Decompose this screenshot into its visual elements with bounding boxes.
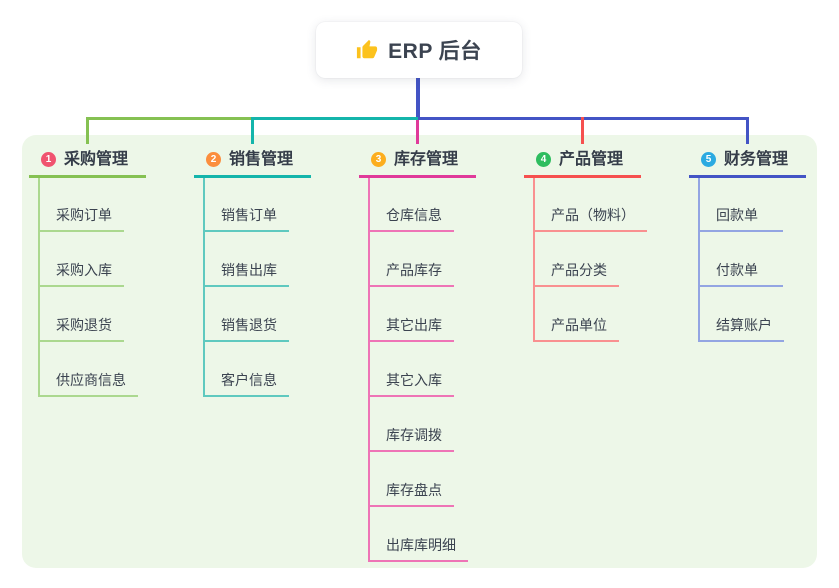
connector-horizontal-segment (252, 117, 418, 120)
child-underline (38, 395, 138, 397)
branch-underline (29, 175, 146, 178)
child-node[interactable]: 其它出库 (386, 317, 442, 333)
child-node[interactable]: 产品单位 (551, 317, 607, 333)
branch-underline (194, 175, 311, 178)
branch-node-5[interactable]: 财务管理 (724, 151, 789, 168)
branch-children-vline (203, 178, 205, 397)
child-node[interactable]: 付款单 (716, 262, 758, 278)
child-underline (698, 340, 784, 342)
child-underline (368, 340, 454, 342)
child-underline (38, 230, 124, 232)
child-underline (368, 505, 454, 507)
connector-branch-drop (416, 120, 419, 144)
branch-node-1[interactable]: 采购管理 (64, 151, 129, 168)
branch-badge: 1 (41, 152, 56, 167)
branch-children-vline (533, 178, 535, 342)
child-node[interactable]: 采购订单 (56, 207, 112, 223)
child-underline (38, 285, 124, 287)
child-underline (368, 450, 454, 452)
branch-underline (359, 175, 476, 178)
branch-underline (524, 175, 641, 178)
child-underline (368, 285, 454, 287)
child-node[interactable]: 产品分类 (551, 262, 607, 278)
child-underline (203, 395, 289, 397)
branch-badge: 3 (371, 152, 386, 167)
child-underline (533, 285, 619, 287)
connector-horizontal-segment (87, 117, 253, 120)
child-underline (38, 340, 124, 342)
child-underline (368, 395, 454, 397)
root-title: ERP 后台 (388, 40, 482, 63)
root-node[interactable]: ERP 后台 (316, 22, 522, 78)
child-node[interactable]: 客户信息 (221, 372, 277, 388)
child-underline (203, 285, 289, 287)
child-node[interactable]: 回款单 (716, 207, 758, 223)
child-node[interactable]: 库存调拨 (386, 427, 442, 443)
child-underline (203, 230, 289, 232)
branch-badge: 5 (701, 152, 716, 167)
branch-badge: 4 (536, 152, 551, 167)
child-node[interactable]: 库存盘点 (386, 482, 442, 498)
connector-branch-drop (86, 117, 89, 144)
child-underline (698, 230, 783, 232)
child-node[interactable]: 出库库明细 (386, 537, 456, 553)
mindmap-panel (22, 135, 817, 568)
branch-node-3[interactable]: 库存管理 (394, 151, 459, 168)
child-underline (203, 340, 289, 342)
child-node[interactable]: 销售退货 (221, 317, 277, 333)
connector-branch-drop (581, 117, 584, 144)
child-underline (368, 560, 468, 562)
connector-root-vertical (415, 74, 420, 120)
thumbs-up-icon (357, 39, 378, 59)
child-node[interactable]: 销售出库 (221, 262, 277, 278)
child-node[interactable]: 结算账户 (716, 317, 772, 333)
child-underline (533, 340, 619, 342)
connector-branch-drop (251, 117, 254, 144)
child-node[interactable]: 供应商信息 (56, 372, 126, 388)
child-node[interactable]: 仓库信息 (386, 207, 442, 223)
branch-children-vline (368, 178, 370, 562)
branch-node-2[interactable]: 销售管理 (229, 151, 294, 168)
child-node[interactable]: 产品（物料） (551, 207, 635, 223)
child-node[interactable]: 产品库存 (386, 262, 442, 278)
branch-children-vline (698, 178, 700, 342)
child-node[interactable]: 其它入库 (386, 372, 442, 388)
child-node[interactable]: 采购入库 (56, 262, 112, 278)
child-node[interactable]: 销售订单 (221, 207, 277, 223)
branch-children-vline (38, 178, 40, 397)
branch-node-4[interactable]: 产品管理 (559, 151, 624, 168)
child-underline (368, 230, 454, 232)
branch-badge: 2 (206, 152, 221, 167)
branch-underline (689, 175, 806, 178)
child-underline (533, 230, 647, 232)
connector-branch-drop (746, 117, 749, 144)
child-underline (698, 285, 783, 287)
child-node[interactable]: 采购退货 (56, 317, 112, 333)
